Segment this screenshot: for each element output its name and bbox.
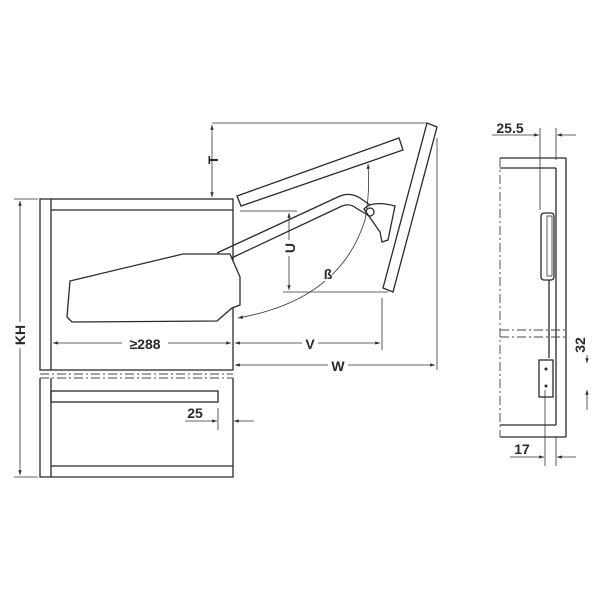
angle-beta-label: ß	[324, 266, 333, 282]
shelf	[50, 390, 219, 403]
dim-u-label: U	[282, 243, 298, 253]
dim-17-label: 17	[514, 441, 530, 457]
dim-w-label: W	[331, 358, 345, 374]
door-bracket-front	[538, 359, 554, 398]
open-door	[382, 122, 438, 293]
dim-25-label: 25	[187, 405, 203, 421]
dim-32-label: 32	[572, 337, 588, 353]
cabinet-front-view: 25.5 32 17	[492, 120, 589, 466]
door-bracket	[363, 202, 396, 243]
dimensions: T U ß ≥288 V W KH 25	[12, 122, 438, 478]
dim-min-depth-label: ≥288	[129, 336, 160, 352]
lower-cabinet	[39, 378, 234, 478]
dim-kh-label: KH	[12, 325, 28, 345]
mechanism-housing	[66, 253, 241, 323]
mechanism-housing-front	[540, 212, 555, 281]
open-lid	[236, 137, 404, 207]
dim-v-label: V	[305, 336, 315, 352]
cabinet-side-view	[39, 198, 234, 478]
dim-25-5-label: 25.5	[496, 120, 523, 136]
dim-t-label: T	[205, 155, 221, 164]
